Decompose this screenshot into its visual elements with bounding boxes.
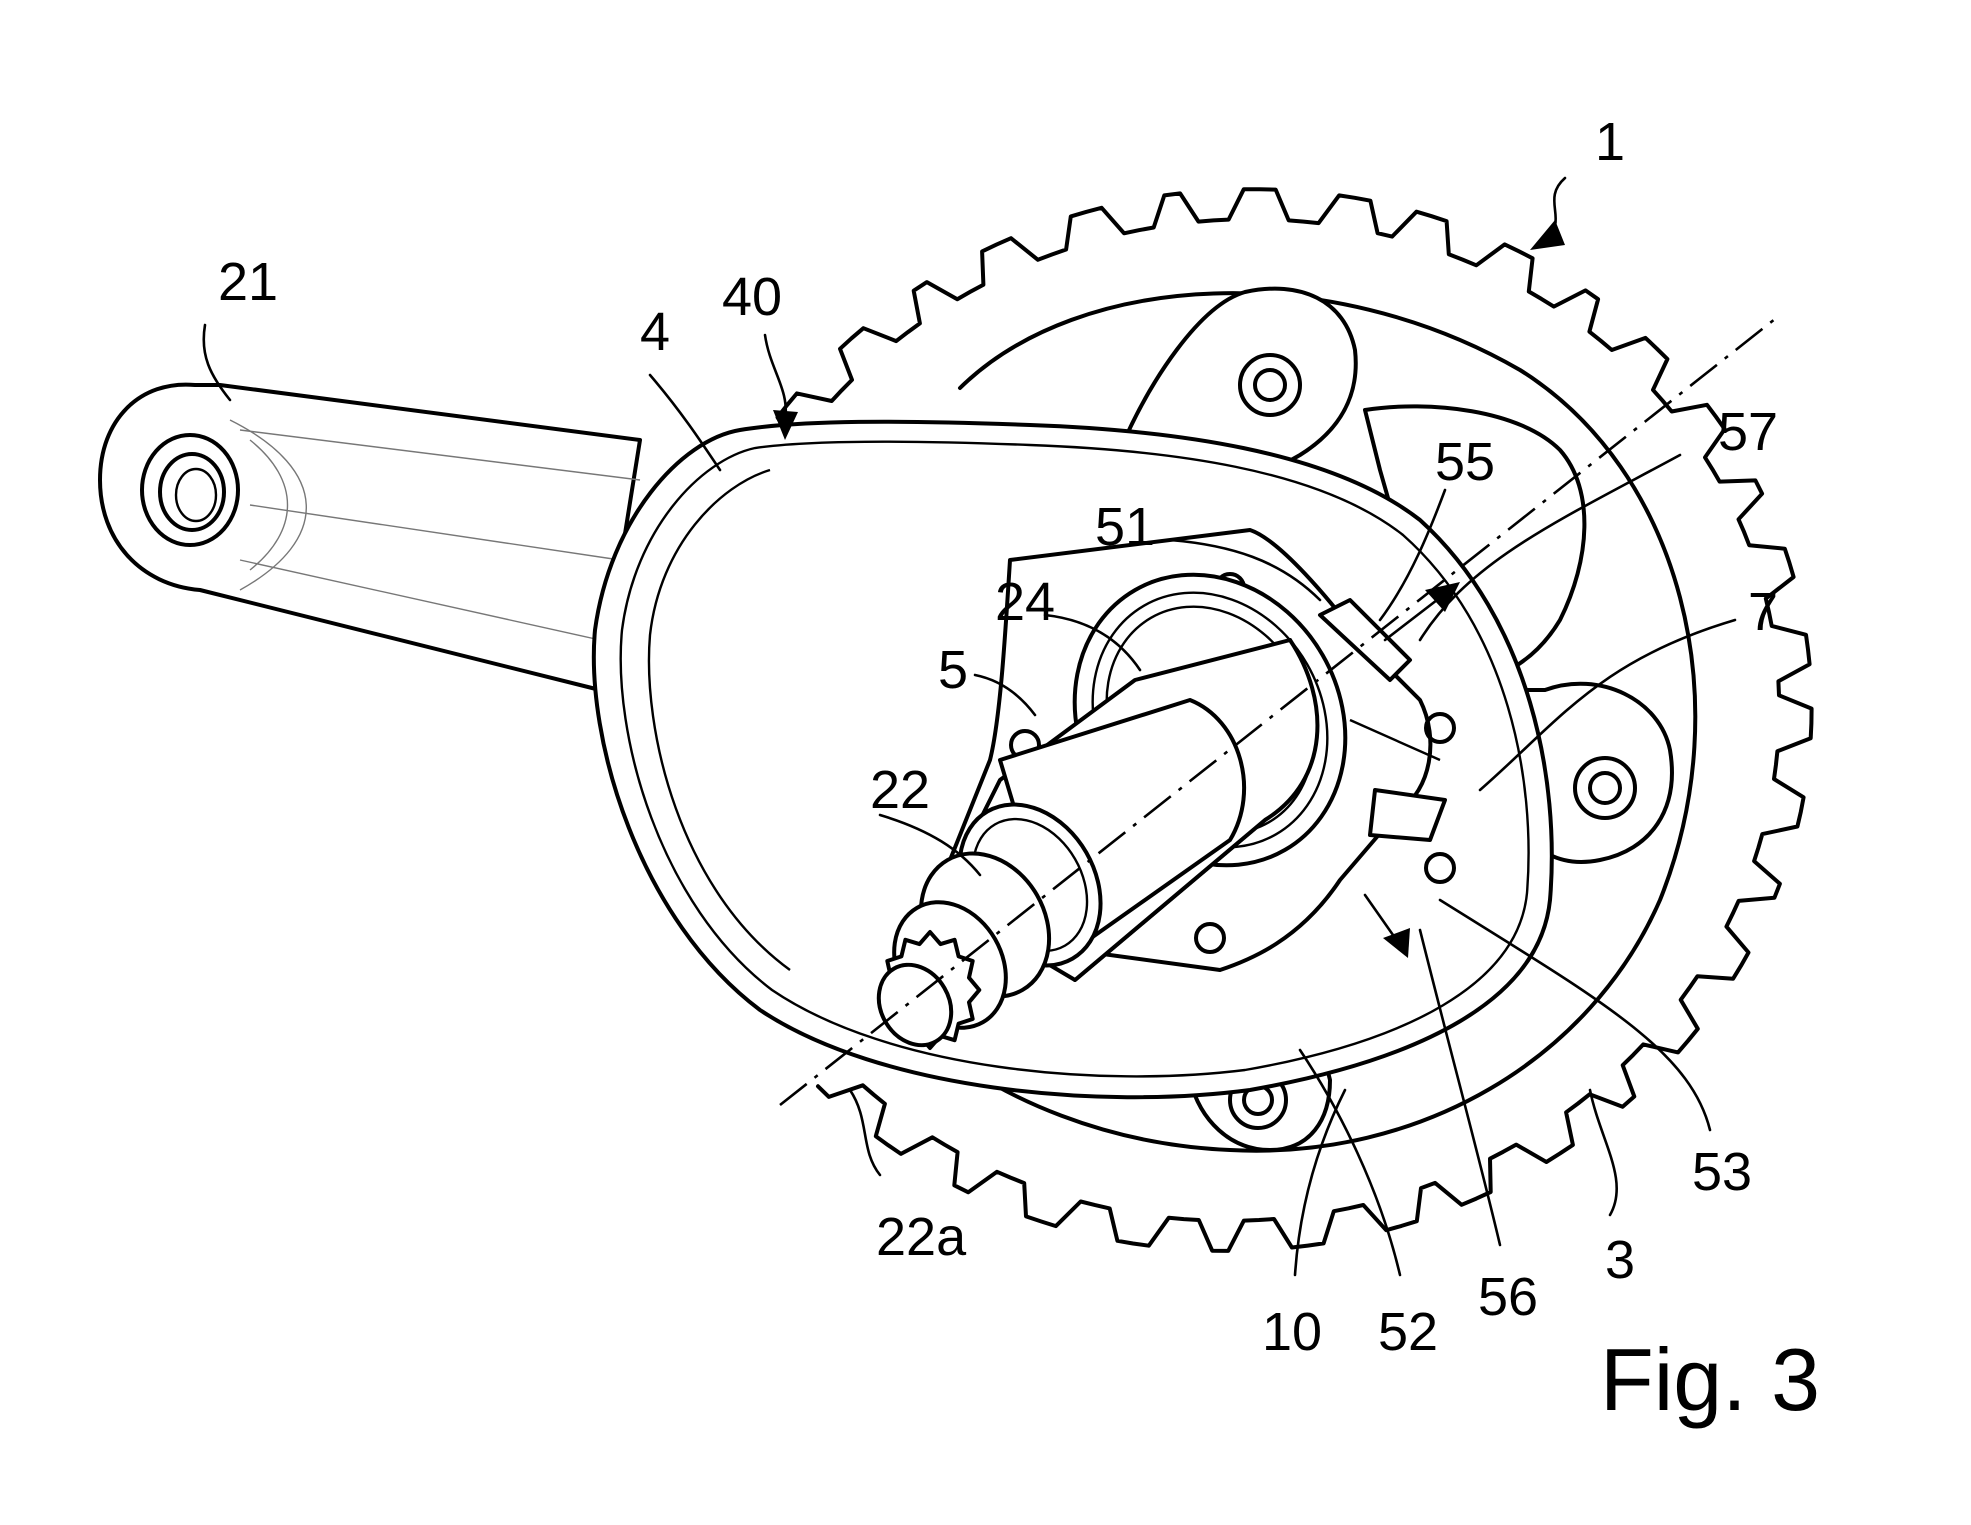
label-1: 1 (1595, 112, 1625, 172)
label-7: 7 (1748, 582, 1778, 642)
bolt (1573, 756, 1637, 820)
flange-screw (1194, 922, 1226, 954)
label-10: 10 (1262, 1302, 1322, 1362)
sensor-element (1318, 598, 1447, 842)
crank-arm (98, 382, 642, 692)
label-52: 52 (1378, 1302, 1438, 1362)
direction-arrow-inward (1363, 893, 1410, 958)
label-56: 56 (1478, 1267, 1538, 1327)
label-5: 5 (938, 640, 968, 700)
leader-lines (202, 323, 1737, 1277)
crank-shaft (876, 698, 1246, 1050)
flange-screw (1424, 852, 1456, 884)
label-3: 3 (1605, 1230, 1635, 1290)
assembly-arrow (1530, 176, 1567, 250)
label-24: 24 (995, 572, 1055, 632)
label-21: 21 (218, 252, 278, 312)
label-22a: 22a (876, 1207, 967, 1267)
rotation-axis (779, 313, 1781, 1107)
label-22: 22 (870, 760, 930, 820)
flange-screw (1424, 712, 1456, 744)
bolt (1238, 353, 1302, 417)
reference-labels: 1 21 40 4 51 24 5 55 57 7 22 22a 53 3 10… (218, 112, 1778, 1362)
cover-arrow (763, 333, 798, 440)
figure-label: Fig. 3 (1600, 1330, 1820, 1429)
direction-arrow-outward (1383, 582, 1460, 642)
label-4: 4 (640, 302, 670, 362)
label-40: 40 (722, 267, 782, 327)
label-55: 55 (1435, 432, 1495, 492)
label-53: 53 (1692, 1142, 1752, 1202)
label-57: 57 (1718, 402, 1778, 462)
label-51: 51 (1095, 497, 1155, 557)
